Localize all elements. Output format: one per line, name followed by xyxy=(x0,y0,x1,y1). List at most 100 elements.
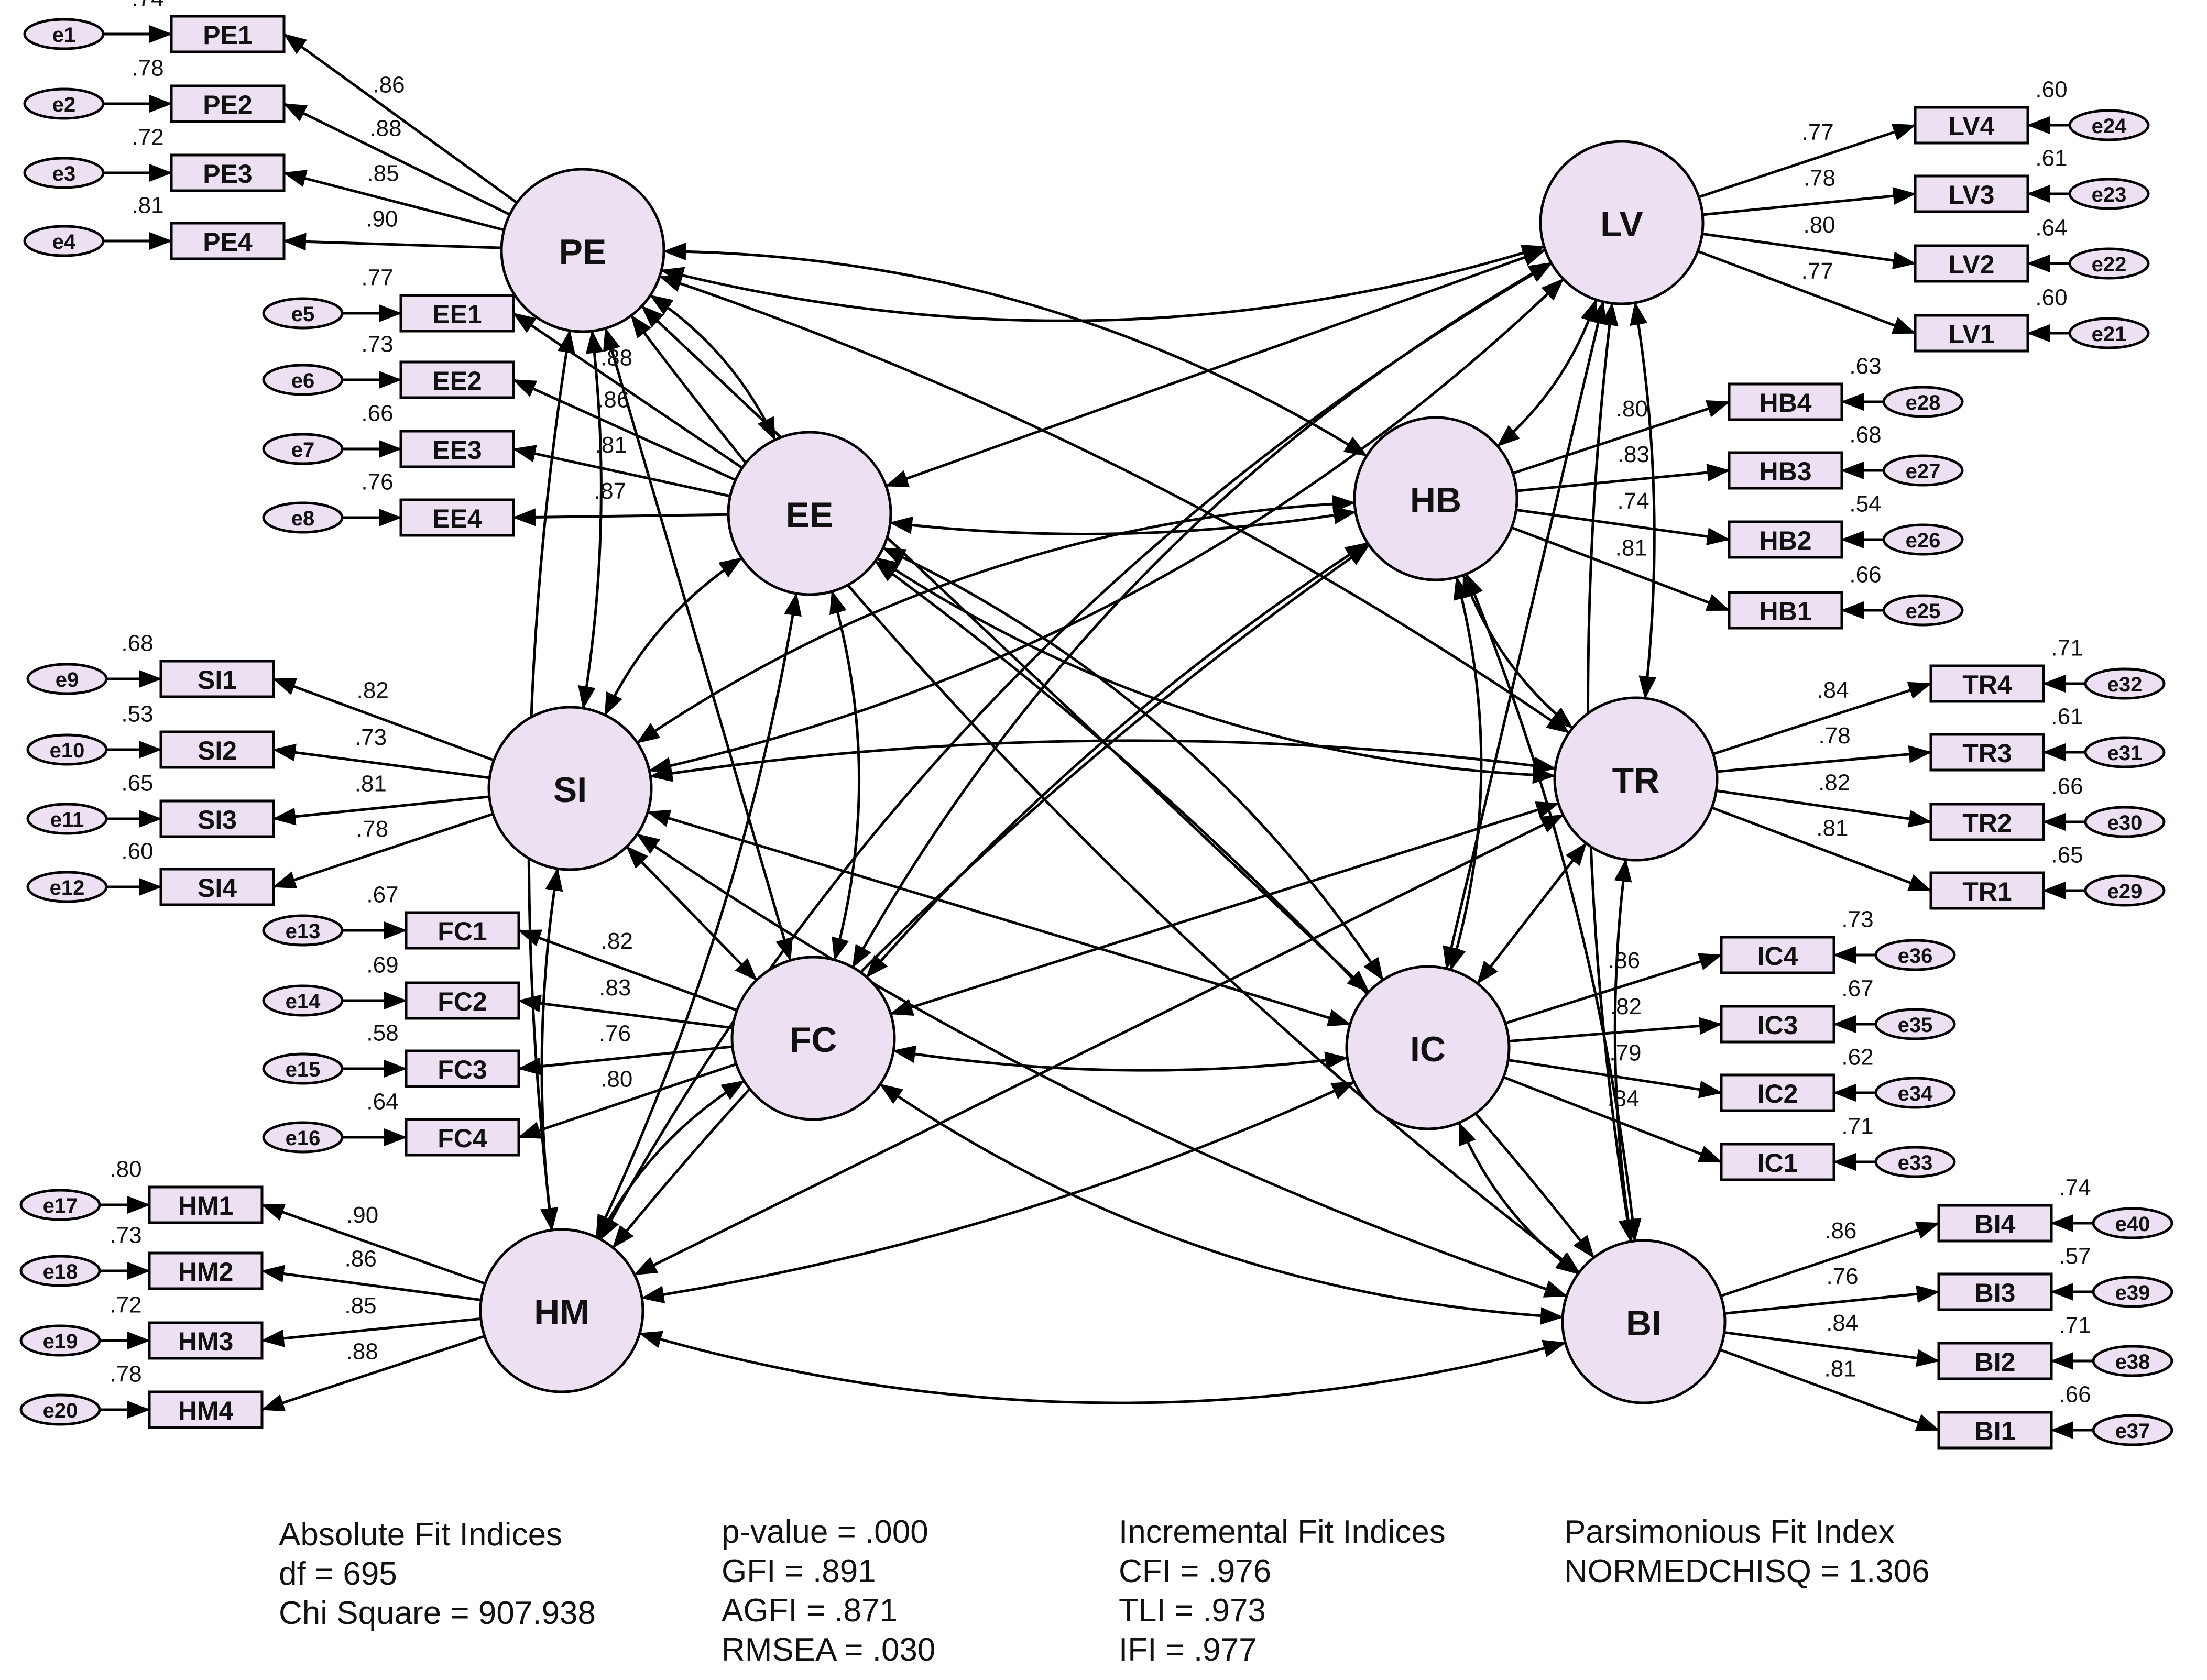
error-label: e11 xyxy=(50,808,84,831)
loading-label: .83 xyxy=(1618,442,1649,467)
error-term xyxy=(26,803,108,835)
latent-fc xyxy=(730,956,896,1121)
loading-path xyxy=(1711,806,1932,892)
indicator-label: EE3 xyxy=(432,435,482,465)
loading-label: .84 xyxy=(1826,1310,1858,1336)
indicator-label: BI3 xyxy=(1975,1278,2016,1308)
loading-label: .90 xyxy=(346,1202,378,1228)
loading-label: .80 xyxy=(1803,212,1835,238)
error-label: e26 xyxy=(1906,529,1941,552)
r-squared-label: .72 xyxy=(110,1292,141,1318)
latent-hb-label: HB xyxy=(1410,480,1461,520)
error-label: e19 xyxy=(43,1330,78,1353)
loading-label: .84 xyxy=(1607,1086,1639,1112)
gfi-value: GFI = .891 xyxy=(722,1553,876,1589)
error-term xyxy=(23,18,105,50)
error-term xyxy=(262,297,344,330)
loading-label: .82 xyxy=(357,677,389,703)
correlation-fc-hb xyxy=(866,542,1369,978)
absolute-fit-heading: Absolute Fit Indices xyxy=(279,1517,562,1553)
indicator-label: BI4 xyxy=(1975,1210,2016,1239)
indicator-label: PE4 xyxy=(203,227,253,257)
loading-label: .74 xyxy=(1617,488,1649,514)
indicator-label: FC3 xyxy=(438,1055,487,1084)
loading-label: .86 xyxy=(1824,1218,1856,1244)
indicator-box xyxy=(1929,664,2045,703)
error-term xyxy=(26,663,108,695)
latent-pe-label: PE xyxy=(559,232,607,272)
loading-path xyxy=(272,812,494,888)
loading-label: .79 xyxy=(1609,1040,1641,1066)
correlation-edges xyxy=(527,243,1657,1404)
r-squared-label: .63 xyxy=(1849,354,1881,379)
loading-path xyxy=(512,508,729,526)
error-label: e40 xyxy=(2115,1213,2150,1236)
error-label: e1 xyxy=(52,24,76,47)
r-squared-label: .74 xyxy=(2059,1175,2091,1201)
loading-label: .81 xyxy=(1615,535,1647,561)
error-label: e29 xyxy=(2107,880,2143,903)
indicator-label: PE1 xyxy=(203,20,253,50)
latent-hm-label: HM xyxy=(534,1292,589,1332)
indicator-box xyxy=(159,730,275,769)
error-label: e39 xyxy=(2115,1281,2150,1304)
loading-path xyxy=(518,929,738,1012)
error-term xyxy=(262,501,344,534)
error-term xyxy=(262,364,344,396)
error-label: e38 xyxy=(2115,1350,2150,1374)
error-term xyxy=(1882,454,1964,487)
correlation-hb-bi xyxy=(1465,573,1642,1242)
loading-label: .86 xyxy=(1608,948,1640,973)
loading-path xyxy=(261,1317,482,1347)
error-label: e17 xyxy=(43,1194,78,1217)
latent-ic-label: IC xyxy=(1410,1029,1446,1069)
loading-path xyxy=(272,677,495,762)
loading-label: .85 xyxy=(367,161,399,186)
error-label: e4 xyxy=(52,230,76,254)
r-squared-label: .58 xyxy=(366,1020,398,1046)
loading-path xyxy=(1698,124,1916,199)
error-label: e36 xyxy=(1898,945,1933,968)
r-squared-label: .67 xyxy=(366,882,398,908)
loading-path xyxy=(518,994,733,1029)
r-squared-label: .66 xyxy=(2051,774,2083,799)
correlation-pe-fc xyxy=(603,327,793,962)
loading-path xyxy=(512,312,743,469)
loading-path xyxy=(518,1045,733,1075)
incremental-fit-heading: Incremental Fit Indices xyxy=(1119,1514,1446,1550)
ifi-value: IFI = .977 xyxy=(1119,1632,1257,1668)
loading-label: .88 xyxy=(600,345,632,370)
indicator-box xyxy=(405,1049,520,1088)
latent-ee-label: EE xyxy=(786,495,834,535)
indicator-label: SI4 xyxy=(198,873,237,903)
r-squared-label: .74 xyxy=(132,0,163,12)
error-label: e21 xyxy=(2092,323,2127,346)
indicator-label: HB1 xyxy=(1759,597,1811,626)
loading-label: .84 xyxy=(1817,677,1849,703)
loading-path xyxy=(272,795,490,826)
indicator-label: FC4 xyxy=(438,1124,487,1153)
indicator-label: SI2 xyxy=(198,736,237,765)
correlation-fc-hm xyxy=(597,1080,745,1239)
latent-ee xyxy=(727,431,892,596)
indicator-label: IC3 xyxy=(1757,1011,1798,1040)
error-term xyxy=(19,1189,101,1221)
loading-path xyxy=(1503,1075,1722,1163)
loading-path xyxy=(1511,526,1730,612)
indicator-label: HB3 xyxy=(1759,457,1811,486)
r-squared-label: .60 xyxy=(2035,77,2067,103)
r-squared-label: .68 xyxy=(121,631,153,656)
latent-ic xyxy=(1345,965,1511,1130)
loading-label: .76 xyxy=(1826,1264,1858,1289)
error-label: e27 xyxy=(1906,460,1941,483)
loading-path xyxy=(1716,789,1932,828)
correlation-lv-tr xyxy=(1630,301,1657,699)
indicator-label: EE2 xyxy=(432,366,482,396)
indicator-label: PE3 xyxy=(203,159,253,189)
indicator-box xyxy=(1914,106,2029,145)
error-term xyxy=(1874,1146,1956,1178)
error-term xyxy=(19,1255,101,1287)
correlation-si-hm xyxy=(540,868,563,1232)
error-label: e22 xyxy=(2092,253,2127,276)
loading-path xyxy=(283,102,510,216)
